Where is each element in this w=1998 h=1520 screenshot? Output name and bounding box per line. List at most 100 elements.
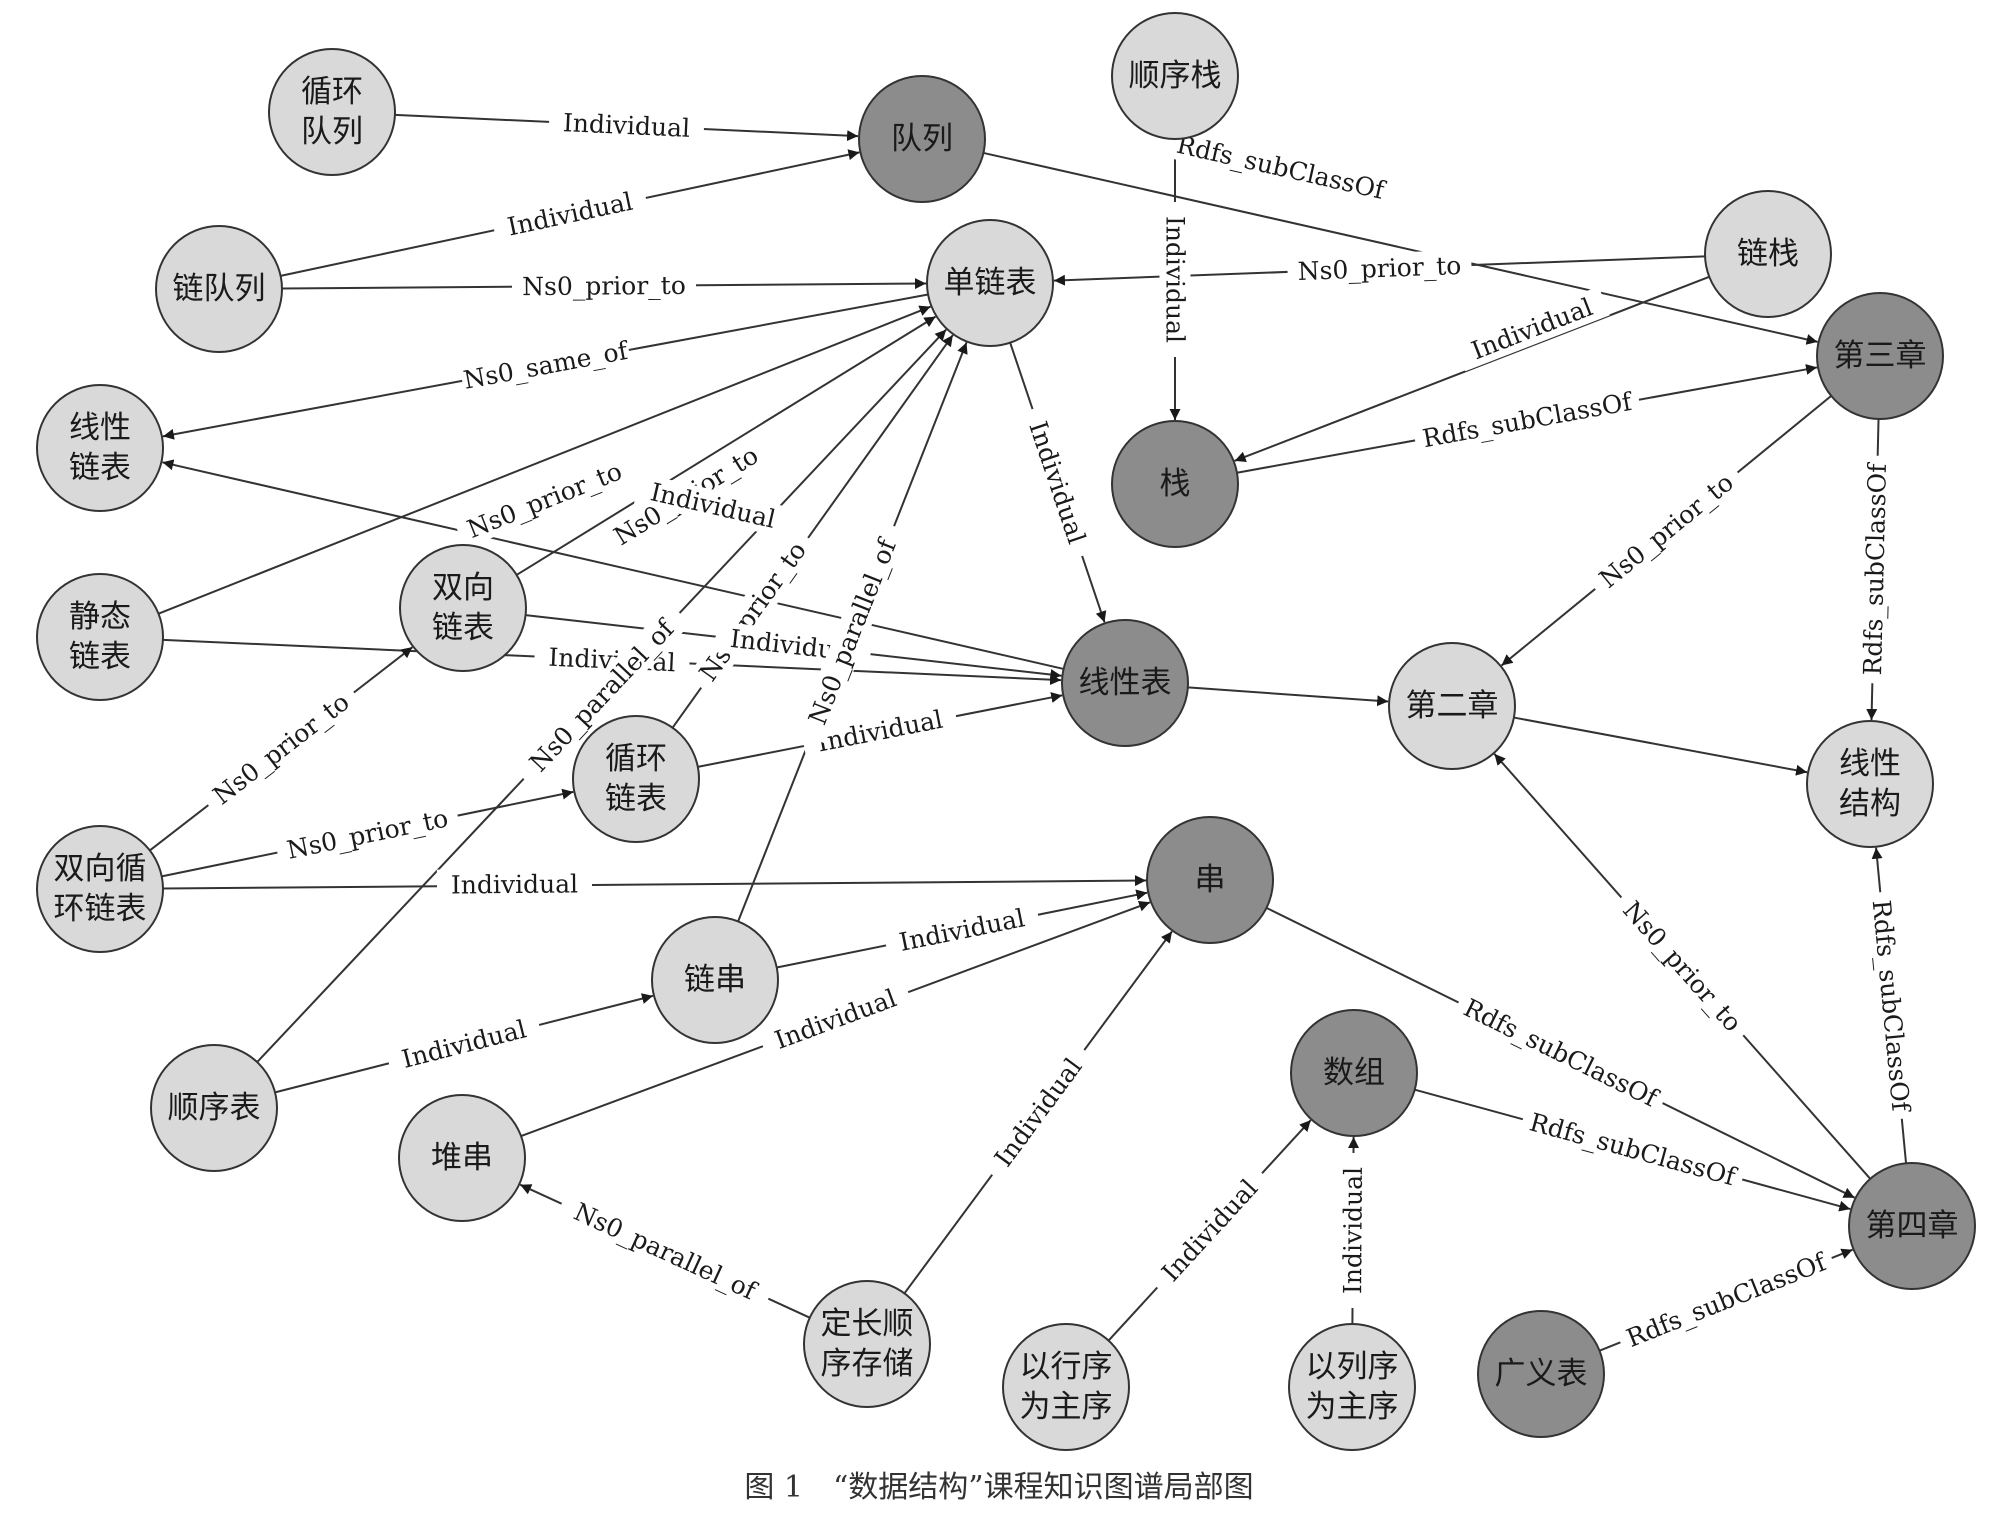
node-label: 第二章 xyxy=(1406,688,1499,724)
edge-jtlb-dlb xyxy=(158,305,931,615)
node-label: 双向 xyxy=(432,570,494,606)
node-xxb: 线性表 xyxy=(1061,619,1189,747)
node-circle xyxy=(1704,190,1832,318)
edge-label-group: Ns0_prior_to xyxy=(198,680,364,818)
figure-caption: 图 1 “数据结构”课程知识图谱局部图 xyxy=(744,1470,1254,1505)
edge-label: Individual xyxy=(451,869,578,899)
edge-label-background xyxy=(1518,1104,1747,1195)
edge-label: Ns0_prior_to xyxy=(284,803,450,864)
edge-label-background xyxy=(385,1009,543,1079)
edge-label-background xyxy=(274,800,461,868)
node-label: 链表 xyxy=(432,610,494,646)
node-circle xyxy=(36,384,164,512)
node-label: 以列序 xyxy=(1306,1349,1399,1385)
node-circle xyxy=(1816,292,1944,420)
edge-label-background xyxy=(1145,1162,1274,1298)
edge-xxb-dez xyxy=(1187,686,1389,707)
edge-label-background xyxy=(1412,384,1642,456)
node-circle xyxy=(926,219,1054,347)
edge-label: Ns0_prior_to xyxy=(1297,251,1462,286)
node-circle xyxy=(36,825,164,953)
edge-label-group: Ns0_prior_to xyxy=(511,269,697,303)
edge-label-group: Individual xyxy=(757,977,914,1061)
node-circle xyxy=(858,75,986,203)
node-label: 循环 xyxy=(301,74,363,110)
edge-label-background xyxy=(459,334,632,397)
node-label: 双向循 xyxy=(54,851,147,887)
edge-label-group: Rdfs_subClassOf xyxy=(1856,455,1894,684)
edge-label: Individual xyxy=(1161,216,1190,343)
edge-label: Ns0_prior_to xyxy=(693,536,812,686)
edge-label-group: Ns0_prior_to xyxy=(1286,249,1473,288)
edge-label-group: Individual xyxy=(1159,202,1191,357)
edge-lz-z xyxy=(1234,275,1710,463)
node-circle xyxy=(1111,420,1239,548)
node-label: 链队列 xyxy=(173,271,266,307)
node-label: 链串 xyxy=(684,962,746,998)
edge-label: Ns0_prior_to xyxy=(208,687,355,810)
node-label: 顺序表 xyxy=(168,1090,261,1126)
node-label: 为主序 xyxy=(1306,1389,1399,1425)
node-c: 串 xyxy=(1146,816,1274,944)
edge-label-background xyxy=(1337,1152,1369,1309)
edge-label: Rdfs_subClassOf xyxy=(1174,130,1389,205)
node-label: 线性表 xyxy=(1079,665,1172,701)
node-circle xyxy=(155,225,283,353)
edge-label-group: Ns0_prior_to xyxy=(686,527,819,696)
node-label: 第四章 xyxy=(1866,1208,1959,1244)
edge-label-group: Individual xyxy=(1337,1152,1369,1309)
edge-label: Rdfs_subClassOf xyxy=(1858,462,1892,676)
edge-label-group: Individual xyxy=(1145,1162,1274,1298)
node-dc: 堆串 xyxy=(398,1094,526,1222)
edge-label-background xyxy=(511,269,697,303)
edge-label-background xyxy=(882,899,1042,961)
edge-label-background xyxy=(796,520,909,744)
node-label: 环链表 xyxy=(54,891,147,927)
node-label: 定长顺 xyxy=(821,1306,914,1342)
node-label: 顺序栈 xyxy=(1129,58,1222,94)
edge-label: Individual xyxy=(989,1053,1088,1172)
edge-label: Ns0_prior_to xyxy=(522,271,686,301)
edge-label-background xyxy=(453,451,636,549)
node-label: 为主序 xyxy=(1020,1389,1113,1425)
edge-sxlb-dlb xyxy=(516,315,937,576)
node-ldl: 链队列 xyxy=(155,225,283,353)
node-label: 线性 xyxy=(69,410,131,446)
node-dez: 第二章 xyxy=(1388,642,1516,770)
node-circle xyxy=(1388,642,1516,770)
edge-label-background xyxy=(1454,286,1610,372)
edge-label: Individual xyxy=(1156,1174,1263,1287)
edge-label-group: Ns0_parallel_of xyxy=(796,520,909,744)
edge-label-background xyxy=(555,1189,775,1313)
node-circle xyxy=(651,916,779,1044)
node-circle xyxy=(1288,1323,1416,1451)
edge-label-background xyxy=(548,106,705,145)
edge-xxb-xxlb xyxy=(162,459,1064,670)
edge-label-group: Ns0_parallel_of xyxy=(555,1189,775,1313)
edge-label: Rdfs_subClassOf xyxy=(1622,1247,1831,1353)
node-label: 静态 xyxy=(69,599,131,635)
edge-label-group: Individual xyxy=(436,868,593,901)
edge-label-background xyxy=(1864,890,1918,1121)
node-lz: 链栈 xyxy=(1704,190,1832,318)
edge-label-group: Individual xyxy=(548,106,705,145)
node-label: 链表 xyxy=(605,781,667,817)
edge-label-background xyxy=(490,182,650,246)
node-label: 序存储 xyxy=(821,1346,914,1382)
edge-label: Ns0_prior_to xyxy=(1594,468,1739,594)
node-gyb: 广义表 xyxy=(1477,1310,1605,1438)
edge-label: Individual xyxy=(562,108,690,143)
edge-label: Individual xyxy=(771,983,900,1054)
node-dsz: 第三章 xyxy=(1816,292,1944,420)
edge-label: Rdfs_subClassOf xyxy=(1867,899,1916,1114)
edge-label-background xyxy=(198,680,364,818)
node-circle xyxy=(1111,12,1239,140)
node-circle xyxy=(1848,1162,1976,1290)
